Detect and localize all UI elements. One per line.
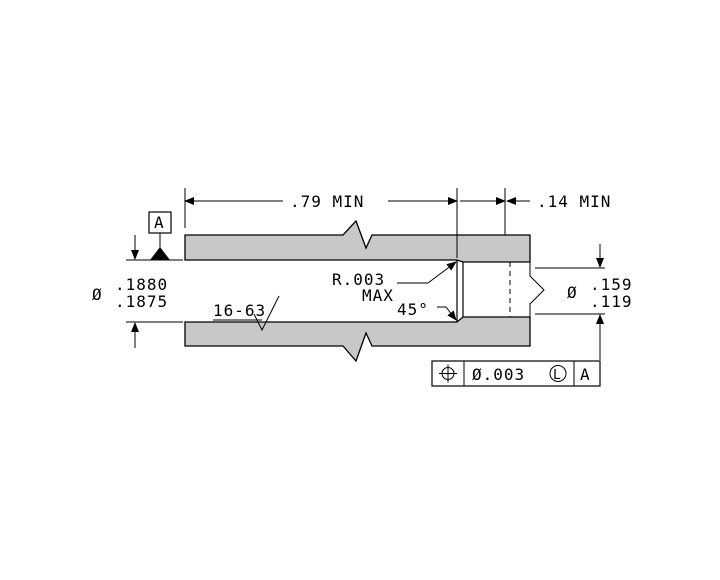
fcf-tolerance: Ø.003 — [472, 365, 525, 384]
counterbore-dia-symbol: Ø — [567, 283, 578, 302]
radius-note: R.003 MAX — [332, 261, 457, 305]
dim-bore-diameter: Ø .1880 .1875 — [92, 235, 183, 348]
chamfer-note: 45° — [397, 300, 457, 321]
break-line-right — [529, 262, 545, 317]
position-icon — [439, 364, 457, 383]
radius-line1: R.003 — [332, 270, 385, 289]
bore-dia-lower: .1875 — [115, 292, 168, 311]
finish-label: 16-63 — [213, 301, 266, 320]
counterbore-dia-upper: .159 — [590, 275, 633, 294]
fcf-datum: A — [580, 365, 591, 384]
part-section — [184, 219, 545, 363]
dim-step: .14 MIN — [460, 192, 611, 211]
radius-line2: MAX — [362, 286, 394, 305]
chamfer-label: 45° — [397, 300, 429, 319]
lmc-modifier-icon: L — [549, 365, 567, 383]
top-wall — [184, 219, 531, 263]
counterbore-dia-lower: .119 — [590, 292, 633, 311]
datum-letter: A — [154, 213, 165, 232]
surface-finish-note: 16-63 — [213, 295, 280, 332]
dim-counterbore-diameter: Ø .159 .119 — [535, 244, 633, 360]
fcf-modifier: L — [553, 368, 561, 383]
datum-feature: A — [148, 211, 172, 260]
datum-triangle — [150, 247, 170, 260]
dim-step-label: .14 MIN — [537, 192, 611, 211]
bore-dia-symbol: Ø — [92, 285, 103, 304]
bottom-wall — [184, 316, 531, 363]
bore-dia-upper: .1880 — [115, 275, 168, 294]
feature-control-frame: Ø.003 L A — [431, 360, 601, 387]
finish-check-icon — [253, 295, 280, 332]
dim-length-label: .79 MIN — [290, 192, 364, 211]
dim-length: .79 MIN — [184, 188, 506, 258]
